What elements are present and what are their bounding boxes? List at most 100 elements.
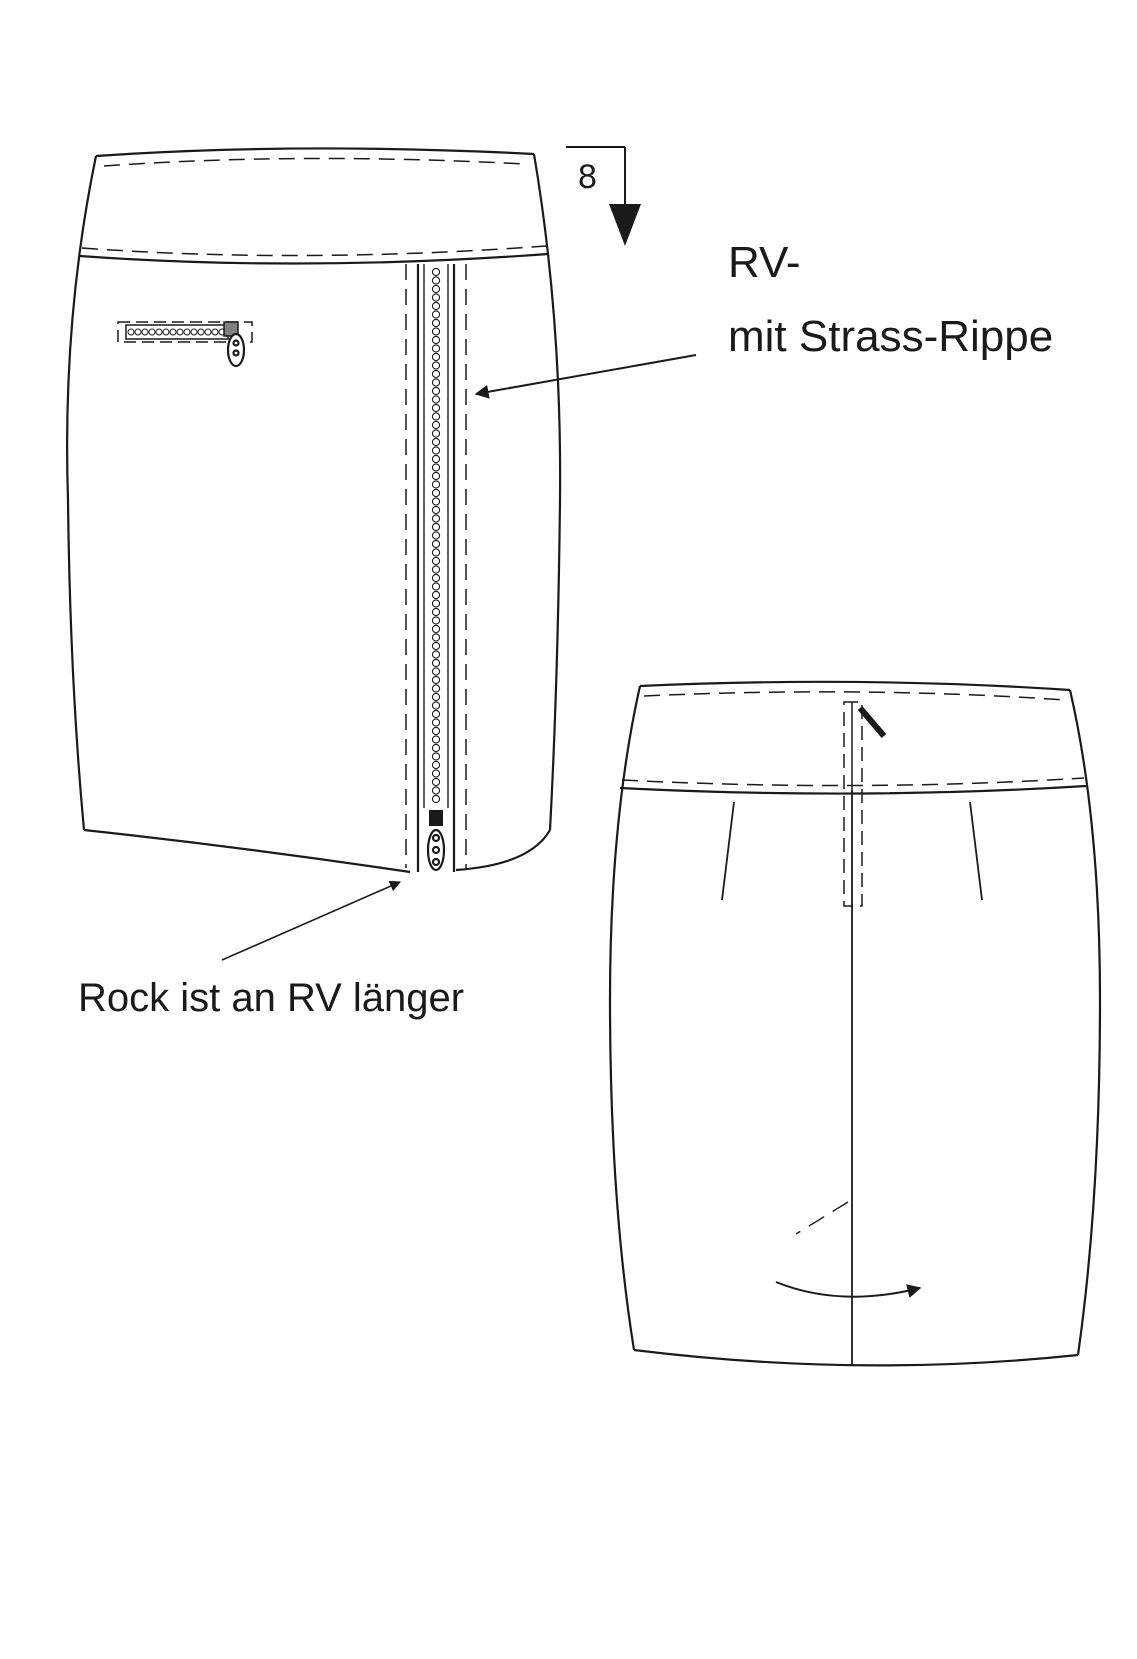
rhinestone [431,735,441,744]
rhinestone [431,684,441,693]
pocket-zipper-tooth [190,328,198,336]
rhinestone [431,760,441,770]
rhinestone [431,378,441,387]
back-dart-left [721,801,735,901]
rhinestone [431,420,441,430]
rhinestone [431,650,441,659]
rhinestone [431,437,441,447]
back-vent-arrow [775,1281,922,1298]
rhinestone [431,590,441,600]
rhinestone [431,752,441,761]
rhinestone [431,692,441,702]
zipper-detail-label: mit Strass-Rippe [728,312,1054,361]
rhinestone [431,777,441,787]
pocket-zipper-tooth [127,328,135,336]
rhinestone [431,369,441,379]
rhinestone [431,556,441,566]
back-zipper-placket [843,701,863,907]
rhinestone [431,701,441,710]
rhinestone [431,616,441,625]
rhinestone [431,641,441,651]
pocket-zipper-tooth [134,328,142,336]
rhinestone [431,293,441,302]
zipper-title-label: RV- [728,238,801,287]
rhinestone [431,505,441,515]
pocket-zipper-tooth [197,328,205,336]
back-waistband-top [639,680,1071,692]
back-zipper-pull [857,706,887,738]
rhinestone [431,276,441,285]
back-right-side [1068,689,1102,1356]
rhinestone [431,726,441,736]
rhinestone [431,344,441,353]
rhinestone [431,624,441,634]
front-left-side [66,155,98,831]
rhinestone [431,548,441,557]
rhinestone [431,718,441,727]
rhinestone [431,429,441,438]
pocket-zipper-tooth [148,328,156,336]
rhinestone [431,310,441,319]
rhinestone [431,301,441,311]
rhinestone [431,522,441,532]
front-zipper [405,264,467,872]
rhinestone [431,403,441,413]
rhinestone [431,743,441,753]
pocket-zipper-tooth [169,328,177,336]
rhinestone [431,599,441,608]
rhinestone [431,454,441,464]
pocket-zipper-tooth [155,328,163,336]
rhinestone [431,794,441,804]
pocket-zipper [117,321,253,368]
rhinestone [431,352,441,362]
rhinestone [431,633,441,642]
back-view [608,680,1102,1367]
length-callout-arrow [221,880,402,961]
rhinestone [431,573,441,583]
pocket-zipper-tooth [211,328,219,336]
front-waistband-top [95,147,535,158]
pocket-zipper-tooth [183,328,191,336]
front-hem-left [83,828,411,874]
rhinestone [431,463,441,472]
pocket-zipper-tooth [162,328,170,336]
rhinestone [431,607,441,617]
length-note-label: Rock ist an RV länger [78,976,465,1020]
rhinestone [431,284,441,294]
rhinestone [431,658,441,668]
rhinestone [431,514,441,523]
rhinestone [431,327,441,336]
front-view [66,147,562,874]
back-left-side [608,685,642,1351]
rhinestone [431,565,441,574]
rhinestone [431,267,441,277]
pocket-zipper-tooth [204,328,212,336]
rhinestone [431,709,441,719]
rhinestone [431,667,441,676]
rhinestone [431,582,441,591]
rhinestone [431,318,441,328]
rhinestone [431,531,441,540]
rhinestone [431,471,441,481]
rhinestone [431,497,441,506]
zipper-callout-arrow [474,354,697,399]
rhinestone [431,335,441,345]
pocket-zipper-tooth [176,328,184,336]
rhinestone [431,786,441,795]
rhinestone [431,675,441,685]
back-hem [633,1348,1079,1367]
front-hem-right [455,829,551,872]
rhinestone [431,488,441,498]
size-number-label: 8 [578,158,597,196]
rhinestone [431,446,441,455]
back-dart-right [969,801,983,901]
front-right-side [532,153,562,831]
rhinestone [431,395,441,404]
pocket-zipper-tooth [141,328,149,336]
rhinestone [431,539,441,549]
front-waistband-seam [79,252,549,265]
back-waistband-seam [619,784,1087,795]
rhinestone [431,361,441,370]
